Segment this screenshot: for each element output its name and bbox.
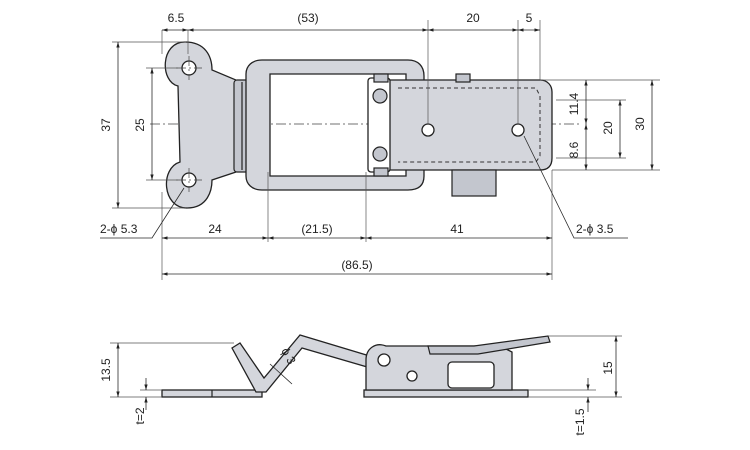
dim-label-hole-to-hole: 20: [466, 11, 480, 25]
dim-label-thickness-right: t=1.5: [573, 408, 587, 435]
catch-tab: [451, 169, 497, 197]
lever-hidden-outline: [398, 87, 541, 163]
dim-label-side-height-right: 15: [601, 361, 615, 375]
dim-label-hook-span: 20: [601, 121, 615, 135]
side-catch-window: [447, 361, 495, 389]
leader-mount-holes: [100, 187, 185, 239]
dim-label-loop-length: (53): [297, 11, 318, 25]
side-view: 13.5 t=2 ϕ 3 15 t=1.5: [99, 334, 622, 436]
dim-label-overall-height: 37: [99, 118, 113, 132]
dim-label-thickness-left: t=2: [133, 407, 147, 424]
dim-label-seg1: 24: [208, 222, 222, 236]
wire-loop: [245, 59, 425, 191]
side-hinge-pin: [377, 353, 391, 367]
side-lever-plate: [427, 335, 551, 355]
hinge-pin-top: [372, 88, 388, 104]
dim-label-side-height-left: 13.5: [99, 358, 113, 382]
catch-hole-right: [511, 123, 525, 137]
leader-catch-holes: [523, 135, 628, 239]
pin-cap-top: [373, 73, 389, 83]
mount-flange: [164, 41, 237, 209]
pin-cap-bottom: [373, 167, 389, 177]
dim-label-overall-length: (86.5): [341, 258, 372, 272]
lever-body: [371, 79, 553, 171]
dim-label-seg2: (21.5): [301, 222, 332, 236]
callout-catch-holes: 2-ϕ 3.5: [576, 222, 614, 236]
dim-label-seg3: 41: [450, 222, 464, 236]
dim-label-upper: 11.4: [567, 92, 581, 115]
side-wire-end: [406, 370, 418, 382]
dim-label-overall-right: 30: [633, 117, 647, 131]
hinge-pin-bottom: [372, 146, 388, 162]
dim-line-wire-dia: [269, 363, 293, 385]
dim-label-flange-width: 6.5: [168, 11, 185, 25]
dim-label-hole-pitch: 25: [133, 118, 147, 132]
lever-top-tab: [455, 73, 471, 83]
top-view: 6.5 (53) 20 5 37 25 11.4 8.6 20 30: [99, 11, 660, 280]
catch-hole-left: [421, 123, 435, 137]
dim-label-hole-offset: 5: [526, 11, 533, 25]
dim-label-lower: 8.6: [567, 141, 581, 158]
callout-mount-holes: 2-ϕ 5.3: [100, 222, 138, 236]
side-base-plate-right: [363, 389, 529, 398]
